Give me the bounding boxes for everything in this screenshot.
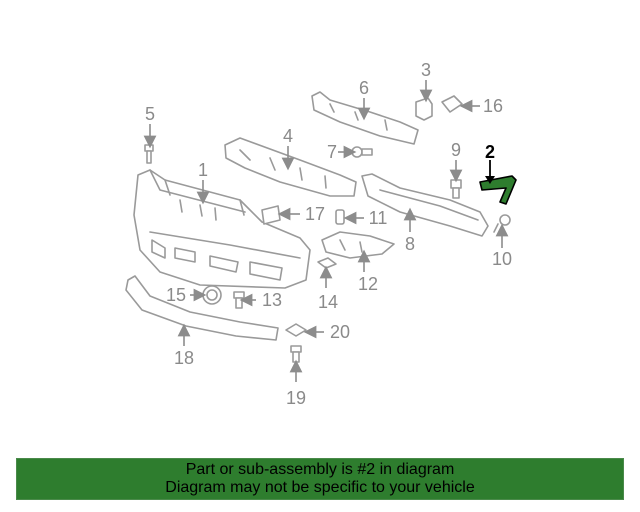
banner-line-1: Part or sub-assembly is #2 in diagram (185, 461, 455, 478)
clip-10-part (493, 214, 511, 233)
bracket-2-part-highlighted[interactable] (479, 175, 517, 205)
leader-lines (143, 80, 509, 382)
bumper-cover-part (133, 169, 311, 289)
clip-11-part (335, 209, 345, 225)
callout-16[interactable]: 16 (483, 96, 503, 116)
callout-12[interactable]: 12 (358, 274, 378, 294)
callout-18[interactable]: 18 (174, 348, 194, 368)
banner-line-2: Diagram may not be specific to your vehi… (165, 479, 475, 496)
deflector-18-part (125, 275, 279, 341)
callout-17[interactable]: 17 (305, 204, 325, 224)
callout-1[interactable]: 1 (198, 160, 208, 180)
bolt-19-part (290, 345, 302, 363)
nut-20-part (285, 323, 307, 337)
parts-diagram: 1 2 3 4 5 6 7 8 9 10 11 12 13 14 15 16 1… (125, 60, 517, 408)
bracket-3-part (415, 97, 433, 121)
callout-6[interactable]: 6 (359, 78, 369, 98)
callout-15[interactable]: 15 (166, 285, 186, 305)
bolt-7-part (351, 146, 373, 158)
bolt-13-part (233, 291, 245, 309)
bracket-12-part (321, 231, 395, 259)
reinforcement-bar-part (361, 173, 489, 237)
callout-11[interactable]: 11 (369, 208, 388, 228)
callout-9[interactable]: 9 (451, 140, 461, 160)
callout-labels: 1 2 3 4 5 6 7 8 9 10 11 12 13 14 15 16 1… (145, 60, 512, 408)
cap-15-part (202, 285, 222, 305)
callout-13[interactable]: 13 (262, 290, 282, 310)
callout-8[interactable]: 8 (405, 234, 415, 254)
nut-14-part (317, 257, 337, 269)
bolt-5-part (144, 144, 154, 164)
callout-4[interactable]: 4 (283, 126, 293, 146)
bolt-9-part (450, 179, 462, 199)
trim-17-part (261, 205, 281, 225)
callout-3[interactable]: 3 (421, 60, 431, 80)
callout-20[interactable]: 20 (330, 322, 350, 342)
upper-bracket-part (311, 91, 419, 145)
info-banner: Part or sub-assembly is #2 in diagram Di… (16, 458, 624, 500)
callout-5[interactable]: 5 (145, 104, 155, 124)
callout-19[interactable]: 19 (286, 388, 306, 408)
callout-2[interactable]: 2 (485, 142, 495, 162)
callout-10[interactable]: 10 (492, 249, 512, 269)
callout-14[interactable]: 14 (318, 292, 338, 312)
clip-16-part (441, 95, 463, 113)
callout-7[interactable]: 7 (327, 142, 337, 162)
